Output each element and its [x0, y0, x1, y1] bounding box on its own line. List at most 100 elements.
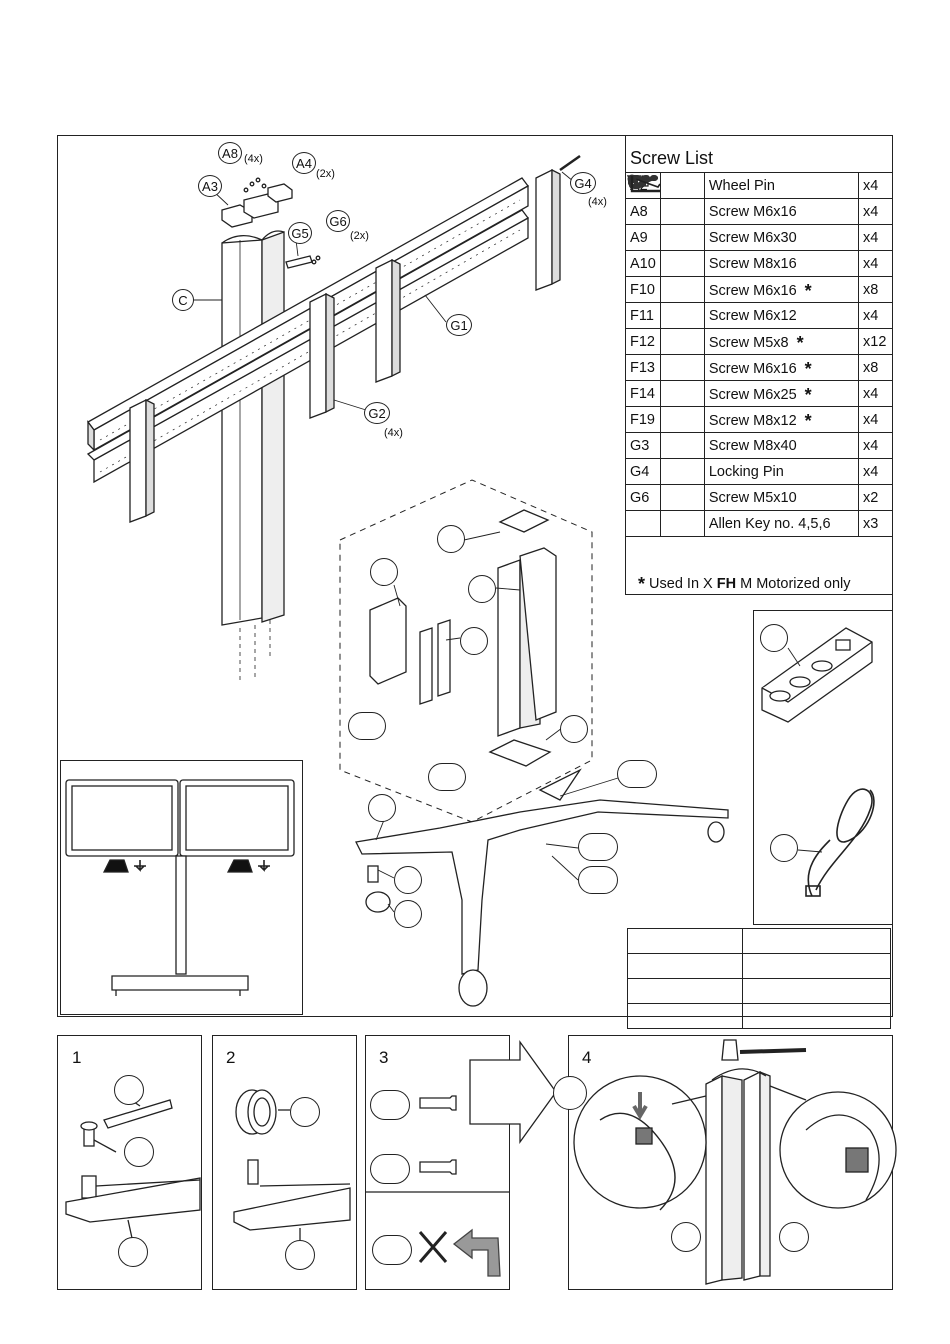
screw-name: Screw M5x10 [708, 489, 797, 506]
empty-callout [578, 866, 618, 894]
screw-name: Screw M5x8 [708, 335, 789, 351]
callout-g6: G6 [326, 210, 350, 232]
screw-qty: x4 [858, 458, 893, 485]
empty-callout [468, 575, 496, 603]
footnote-text-bold: FH [716, 576, 737, 592]
screw-long-icon [628, 174, 705, 459]
empty-callout [460, 627, 488, 655]
screw-name-cell: Wheel Pin [703, 172, 860, 199]
screw-code: A8 [625, 198, 661, 225]
power-cable-drawing [805, 788, 875, 897]
empty-callout [124, 1137, 154, 1167]
empty-callout [671, 1222, 701, 1252]
callout-g4: G4 [570, 172, 596, 194]
screw-name-cell: Screw M6x30 [703, 224, 860, 251]
empty-callout [368, 794, 396, 822]
screw-qty: x4 [858, 432, 893, 459]
screw-name: Allen Key no. 4,5,6 [708, 515, 831, 532]
screw-code: G3 [625, 432, 661, 459]
callout-g6-qty: (2x) [350, 230, 369, 242]
locking-pin-g4-drawing [559, 154, 581, 172]
step-3-drawing [365, 1039, 557, 1277]
empty-callout [370, 558, 398, 586]
motorized-star: * [804, 281, 812, 301]
screw-code: F12 [625, 328, 661, 355]
screw-name: Screw M8x12 [708, 413, 797, 429]
callout-g5: G5 [288, 222, 312, 244]
empty-callout [370, 1090, 410, 1120]
empty-callout [114, 1075, 144, 1105]
bracket-g5-drawing [285, 255, 313, 269]
screw-code: F10 [625, 276, 661, 303]
screw-name-cell: Screw M5x10 [703, 484, 860, 511]
screw-name: Wheel Pin [708, 177, 775, 194]
motor-module-drawing [369, 509, 557, 767]
screw-qty: x2 [858, 484, 893, 511]
callout-a4: A4 [292, 152, 316, 174]
base-foot-drawing [355, 768, 729, 1007]
screw-qty: x4 [858, 380, 893, 407]
screw-row: A8 Screw M6x16 x4 [625, 174, 893, 225]
empty-callout [617, 760, 657, 788]
callout-g4-qty: (4x) [588, 196, 607, 208]
screw-code: F19 [625, 406, 661, 433]
screw-qty: x12 [858, 328, 893, 355]
empty-callout [553, 1076, 587, 1110]
empty-callout [348, 712, 386, 740]
screw-name: Screw M6x25 [708, 387, 797, 403]
empty-callout [290, 1097, 320, 1127]
step-4-drawing [573, 1039, 897, 1285]
step-2-frame [212, 1035, 357, 1290]
screw-name-cell: Screw M6x16 [703, 198, 860, 225]
motorized-star: * [804, 359, 812, 379]
callout-a3: A3 [198, 175, 222, 197]
screw-name: Locking Pin [708, 463, 784, 480]
screw-qty: x4 [858, 302, 893, 329]
screw-name: Screw M6x12 [708, 307, 797, 324]
motorized-star: * [796, 333, 804, 353]
screw-code: A10 [625, 250, 661, 277]
brackets-g2-drawing [129, 168, 561, 523]
empty-callout [770, 834, 798, 862]
screw-qty: x8 [858, 354, 893, 381]
mount-blocks-drawing [221, 177, 293, 228]
callout-a4-qty: (2x) [316, 168, 335, 180]
step-2-drawing [233, 1089, 351, 1240]
step-1-number: 1 [72, 1048, 82, 1067]
empty-callout [578, 833, 618, 861]
screw-name-cell: Screw M6x12 [703, 302, 860, 329]
empty-callout [394, 866, 422, 894]
empty-callout [428, 763, 466, 791]
callout-g1: G1 [446, 314, 472, 336]
step-3-number: 3 [379, 1048, 389, 1067]
empty-callout [370, 1154, 410, 1184]
screw-code [625, 510, 661, 537]
screw-list-title: Screw List [630, 148, 714, 168]
blank-label-table [627, 928, 891, 1029]
screw-name: Screw M6x16 [708, 361, 797, 377]
screw-qty: x4 [858, 224, 893, 251]
step-1-drawing [65, 1097, 201, 1239]
callout-c: C [172, 289, 194, 311]
step-4-number: 4 [582, 1048, 592, 1067]
empty-callout [437, 525, 465, 553]
empty-callout [394, 900, 422, 928]
screw-qty: x4 [858, 198, 893, 225]
step-2-number: 2 [226, 1048, 236, 1067]
footnote-text-post: M Motorized only [736, 576, 851, 592]
screw-name-cell: Screw M8x16 [703, 250, 860, 277]
empty-callout [760, 624, 788, 652]
callout-a8: A8 [218, 142, 242, 164]
footnote-star: * [638, 574, 646, 594]
motorized-star: * [804, 385, 812, 405]
power-strip-drawing [761, 627, 873, 723]
screw-list-footnote: * Used In X FH M Motorized only [638, 572, 851, 594]
screw-name: Screw M6x16 [708, 203, 797, 220]
stand-preview-drawing [65, 779, 295, 996]
screw-name: Screw M6x30 [708, 229, 797, 246]
screw-code: F11 [625, 302, 661, 329]
